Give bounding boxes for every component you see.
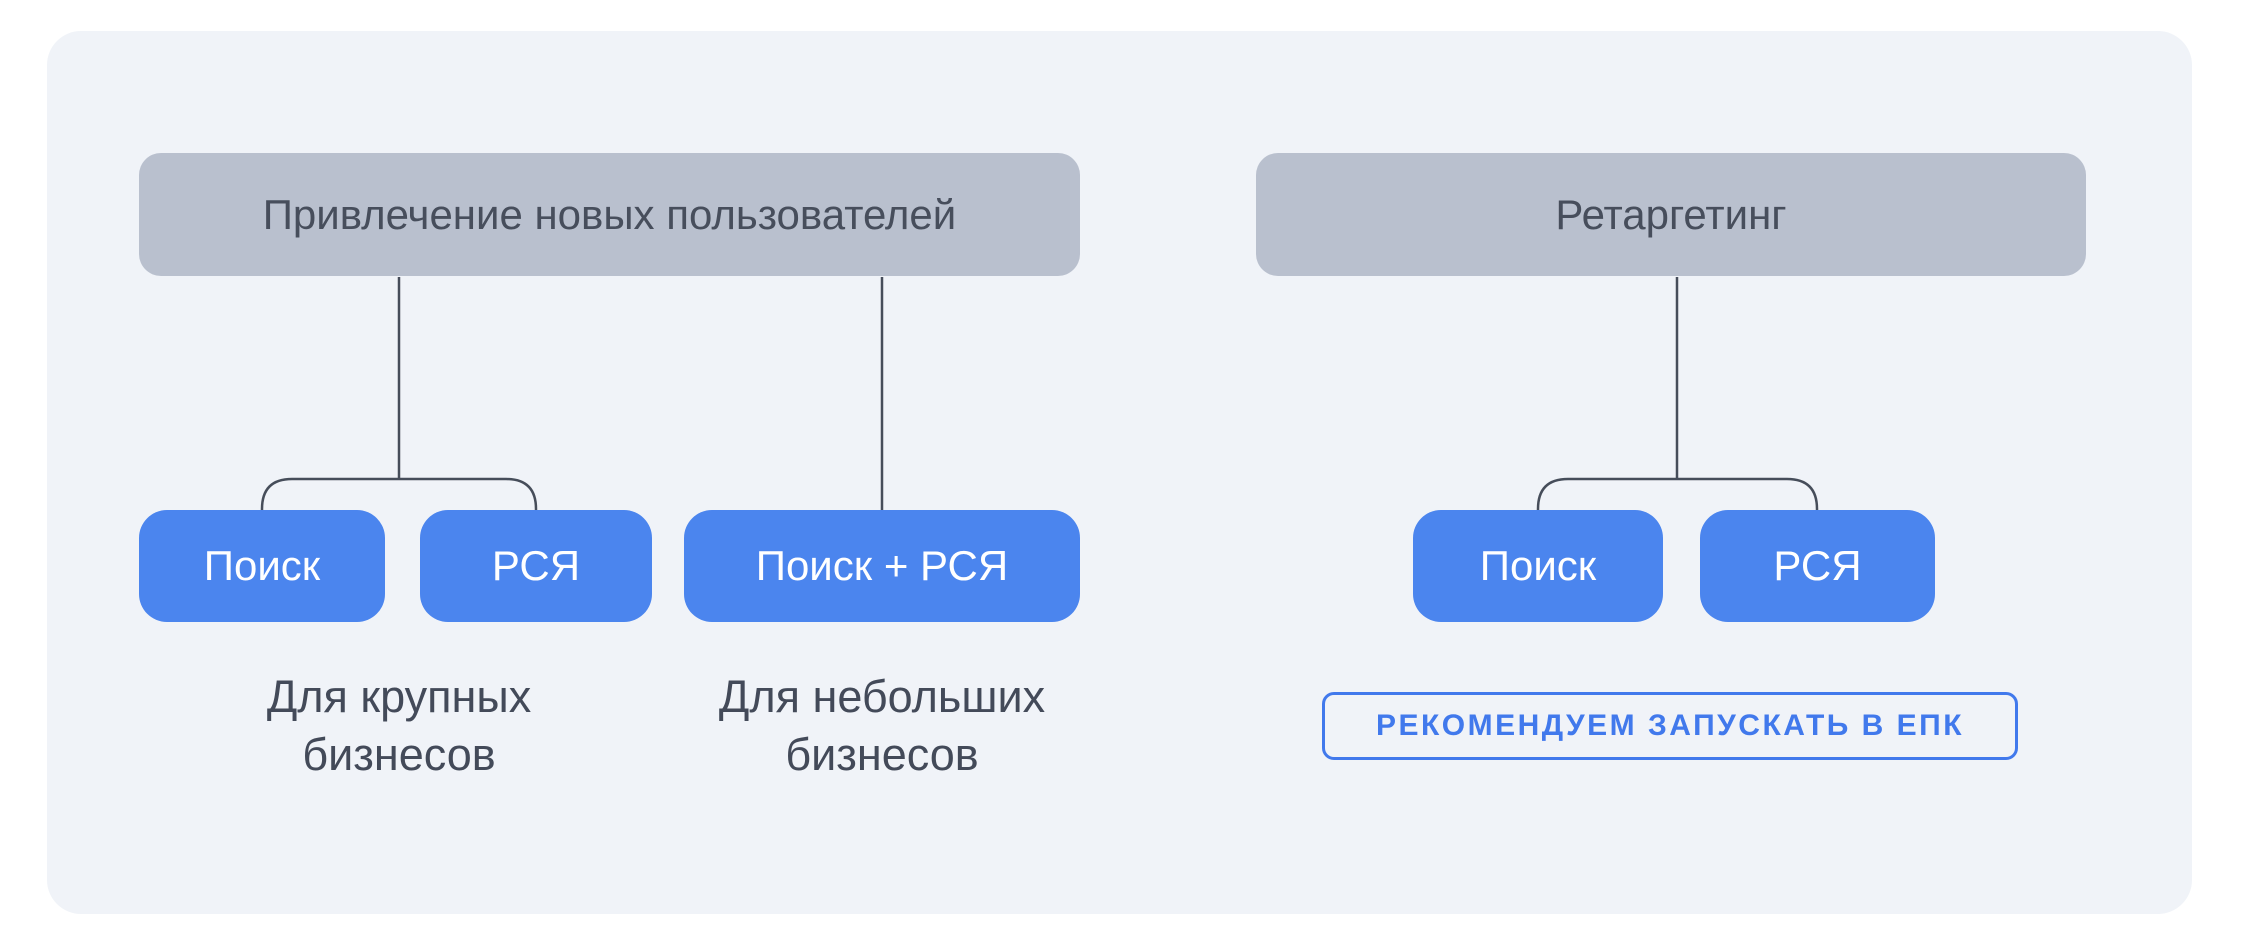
header-acquisition: Привлечение новых пользователей — [139, 153, 1080, 276]
note-large-business: Для крупных бизнесов — [266, 671, 532, 780]
note-small-business: Для небольших бизнесов — [718, 671, 1046, 780]
node-search-acquisition: Поиск — [139, 510, 385, 622]
node-rsya-acquisition: РСЯ — [420, 510, 652, 622]
node-search-retargeting: Поиск — [1413, 510, 1663, 622]
badge-epk-recommendation: РЕКОМЕНДУЕМ ЗАПУСКАТЬ В ЕПК — [1322, 692, 2018, 760]
header-retargeting: Ретаргетинг — [1256, 153, 2086, 276]
node-rsya-retargeting: РСЯ — [1700, 510, 1935, 622]
node-search-plus-rsya: Поиск + РСЯ — [684, 510, 1080, 622]
